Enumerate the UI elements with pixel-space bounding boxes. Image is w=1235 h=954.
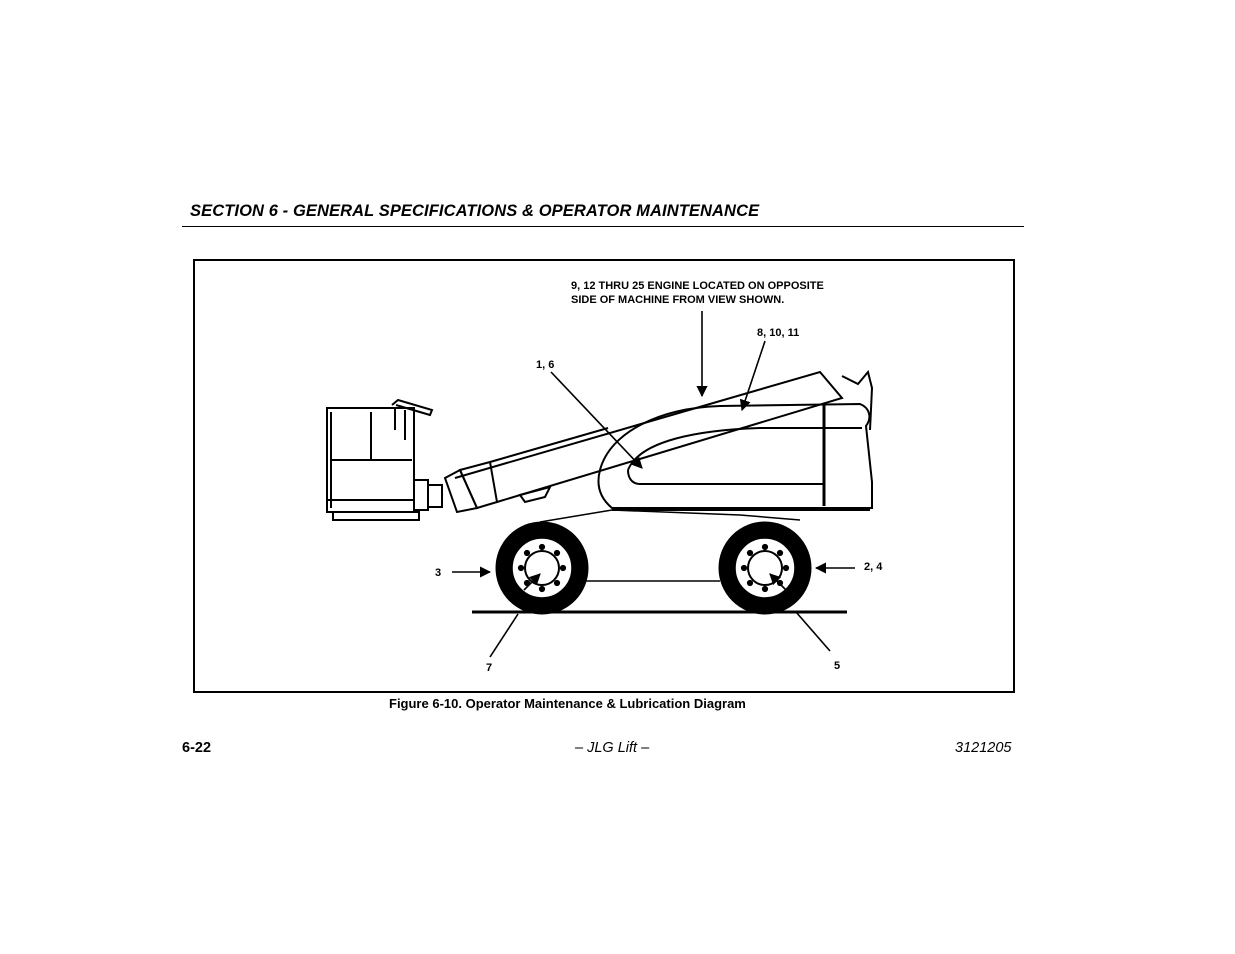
- callout-7: 7: [486, 662, 493, 674]
- chassis: [539, 509, 801, 582]
- boom: [443, 369, 874, 514]
- document-number: 3121205: [955, 740, 1012, 756]
- figure-frame: [193, 259, 1015, 693]
- callout-3: 3: [435, 567, 442, 579]
- section-title: SECTION 6 - GENERAL SPECIFICATIONS & OPE…: [190, 202, 760, 220]
- footer-brand: – JLG Lift –: [575, 740, 650, 756]
- front-wheel: [495, 521, 589, 615]
- engine-location-note-line1: 9, 12 THRU 25 ENGINE LOCATED ON OPPOSITE: [571, 280, 824, 292]
- turntable-hood: [597, 402, 873, 511]
- platform-basket: [326, 398, 443, 521]
- callout-5: 5: [834, 660, 841, 672]
- callout-1-6: 1, 6: [536, 359, 555, 371]
- engine-location-note-line2: SIDE OF MACHINE FROM VIEW SHOWN.: [571, 294, 785, 306]
- callout-leaders: [452, 311, 855, 658]
- rear-wheel: [718, 521, 812, 615]
- header-rule: [182, 226, 1024, 227]
- page-number: 6-22: [182, 740, 212, 756]
- callout-2-4: 2, 4: [864, 561, 883, 573]
- figure-caption: Figure 6-10. Operator Maintenance & Lubr…: [389, 696, 746, 711]
- callout-8-10-11: 8, 10, 11: [757, 327, 800, 339]
